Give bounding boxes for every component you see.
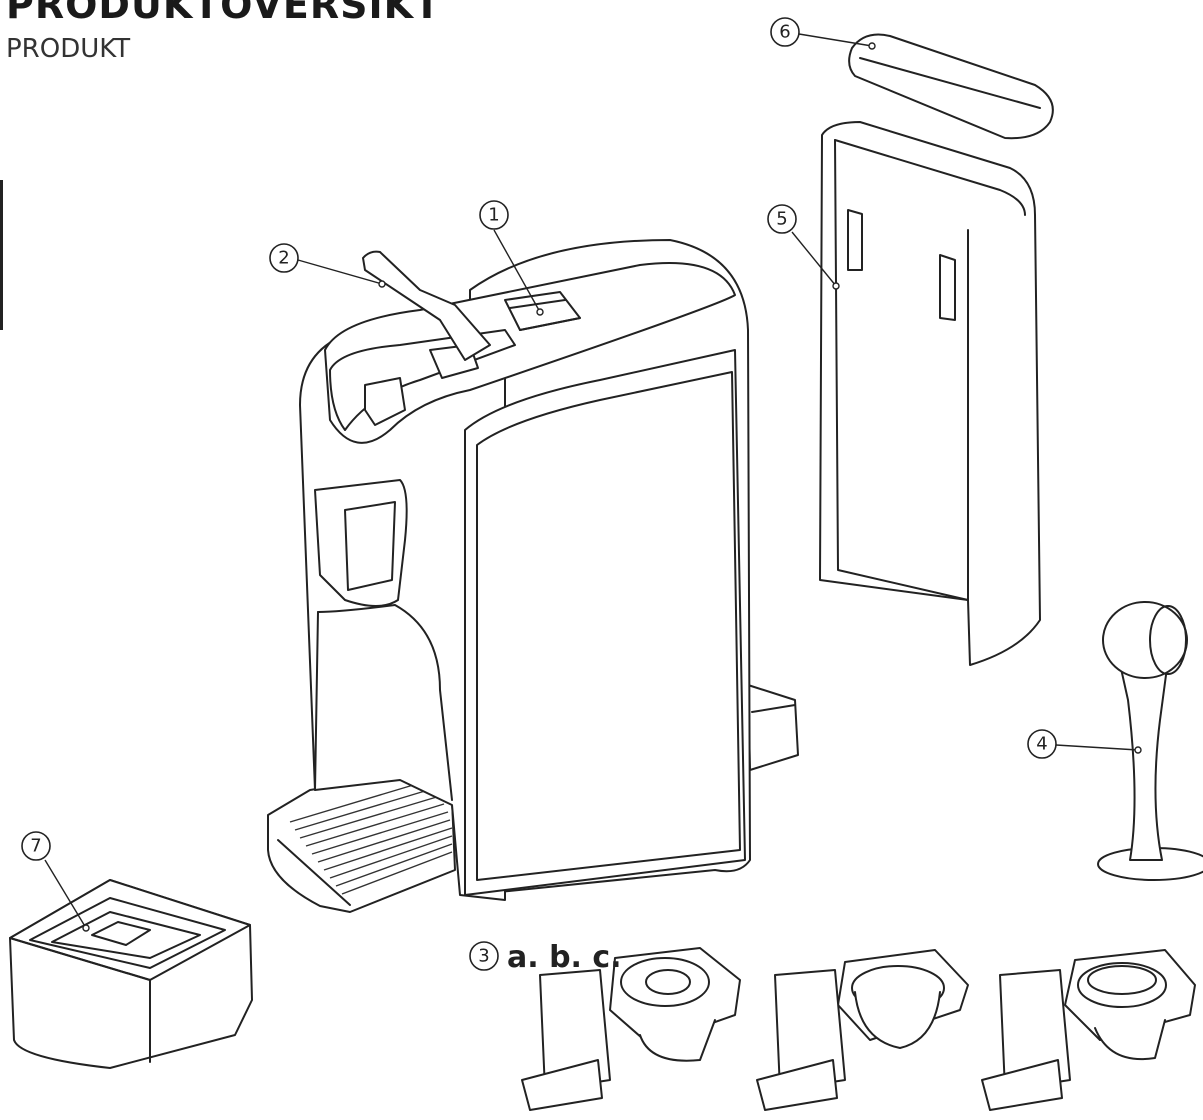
callout-5-label: 5 [776, 209, 787, 230]
water-tank-lid [848, 33, 1054, 140]
callout-1-label: 1 [488, 205, 499, 226]
callout-2: 2 [269, 243, 386, 288]
callout-5: 5 [767, 204, 840, 290]
water-tank [819, 121, 1041, 666]
drip-box [9, 879, 253, 1069]
callout-7-label: 7 [30, 836, 41, 857]
callout-4: 4 [1027, 729, 1142, 759]
callout-3: 3 a. b. c. [469, 940, 622, 975]
coffee-machine [267, 239, 799, 913]
callout-3-variants: a. b. c. [507, 940, 622, 975]
callout-3-label: 3 [478, 946, 489, 967]
callout-1: 1 [479, 200, 544, 316]
tamper [1097, 601, 1203, 881]
capsule-adapter-b [756, 949, 969, 1111]
page-subtitle: PRODUKT [6, 34, 131, 64]
callout-6: 6 [770, 17, 876, 50]
capsule-adapter-a [521, 947, 741, 1111]
callout-4-label: 4 [1036, 734, 1047, 755]
margin-divider [0, 180, 3, 330]
callout-2-label: 2 [278, 248, 289, 269]
callout-6-label: 6 [779, 22, 790, 43]
callout-7: 7 [21, 831, 90, 932]
capsule-adapter-c [981, 949, 1196, 1111]
page-title: PRODUKTOVERSIKT [6, 0, 441, 27]
